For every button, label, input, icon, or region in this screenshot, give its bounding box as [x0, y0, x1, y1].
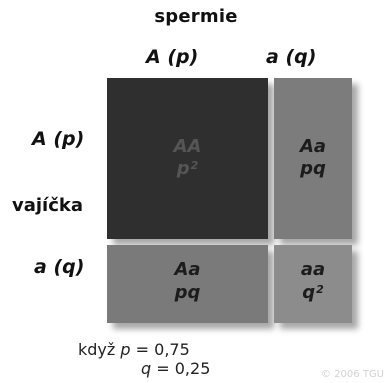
cell-Aa-top: Aa pq [274, 78, 352, 239]
row-label-A: A (p) [32, 128, 85, 150]
cell-AA-genotype: AA [173, 136, 202, 157]
cell-Aa-top-frequency: pq [300, 158, 326, 179]
note-line-q: q = 0,25 [141, 359, 211, 378]
side-label-vajicka: vajíčka [12, 195, 84, 216]
note-line-p: když p = 0,75 [78, 340, 190, 359]
column-label-A: A (p) [146, 46, 199, 68]
column-label-a: a (q) [266, 46, 317, 68]
cell-aa: aa q2 [274, 245, 352, 323]
cell-aa-frequency: q2 [302, 282, 324, 303]
cell-Aa-bottom-genotype: Aa [174, 259, 201, 280]
header-spermie: spermie [154, 6, 238, 27]
cell-aa-genotype: aa [300, 259, 326, 280]
row-label-a: a (q) [34, 256, 85, 278]
cell-Aa-bottom: Aa pq [107, 245, 268, 323]
cell-AA-frequency: p2 [176, 158, 199, 179]
cell-Aa-top-genotype: Aa [299, 136, 327, 157]
frequency-note: když p = 0,75 q = 0,25 [78, 340, 210, 378]
cell-Aa-bottom-frequency: pq [174, 282, 201, 303]
cell-AA: AA p2 [107, 78, 268, 239]
copyright-credit: © 2006 TGU [321, 369, 384, 380]
